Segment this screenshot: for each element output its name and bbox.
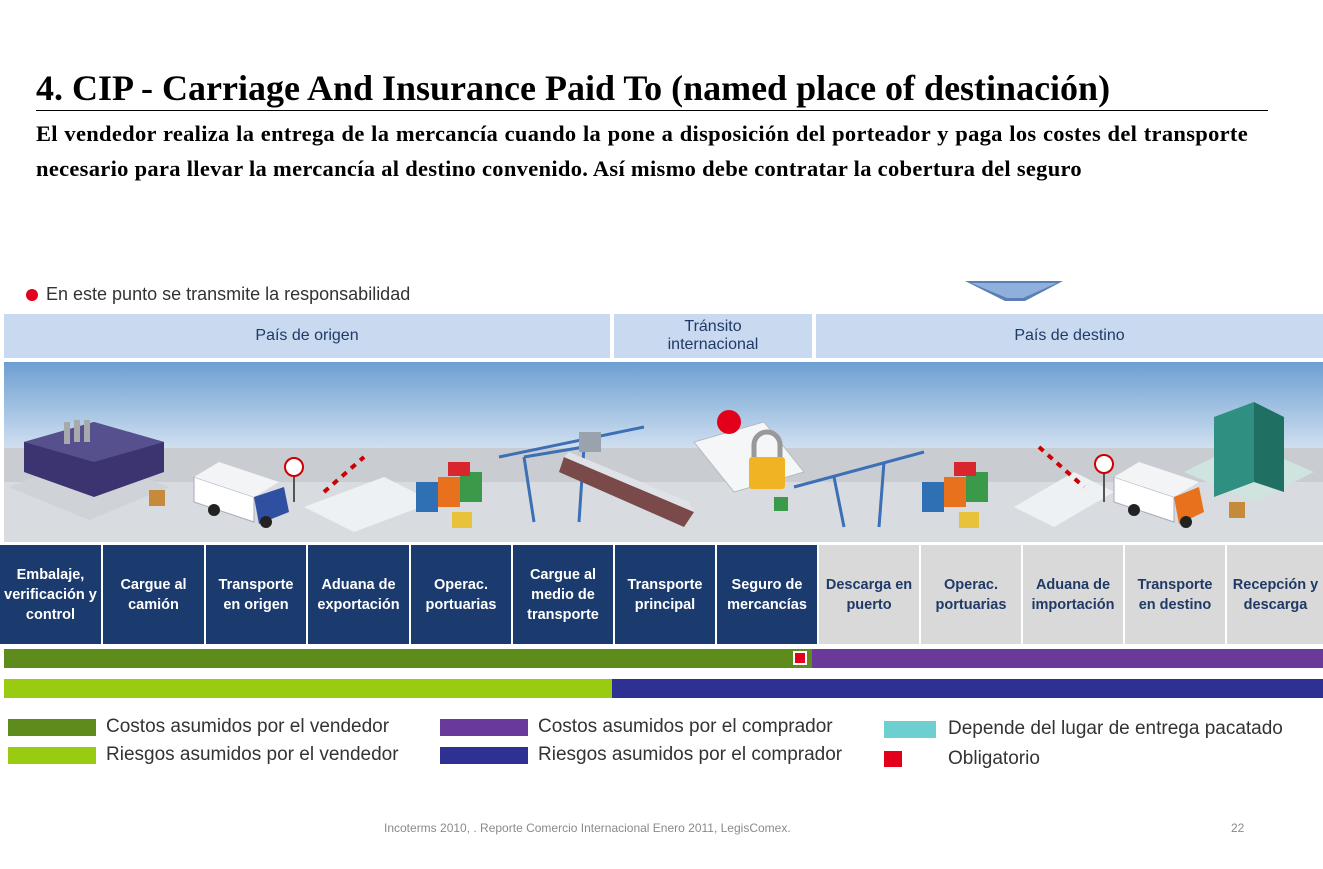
region-destination-label: País de destino [1014, 327, 1125, 344]
stage-box: Cargue al medio de transporte [513, 545, 613, 644]
logistics-illustration [4, 362, 1323, 542]
stage-row: Embalaje, verificación y control Cargue … [0, 545, 1323, 644]
region-origin: País de origen [4, 314, 610, 358]
legend-buyer-costs: Costos asumidos por el comprador [440, 716, 833, 738]
legend-label: Obligatorio [948, 748, 1040, 769]
region-origin-label: País de origen [255, 327, 359, 344]
buyer-risks-bar [612, 679, 1323, 698]
factory-icon [9, 420, 169, 520]
ship-icon [559, 432, 694, 527]
description: El vendedor realiza la entrega de la mer… [36, 121, 1248, 181]
stage-label: Operac. portuarias [935, 576, 1007, 613]
crane-icon [498, 425, 645, 523]
legend-label: Riesgos asumidos por el vendedor [106, 744, 399, 765]
decorative-shape [965, 281, 1063, 301]
office-building-icon [1184, 402, 1314, 518]
stage-box: Transporte principal [615, 545, 715, 644]
legend-label: Riesgos asumidos por el comprador [538, 744, 843, 765]
truck-icon [193, 462, 289, 528]
page-title: 4. CIP - Carriage And Insurance Paid To … [36, 66, 1268, 111]
customs-barrier-icon [1014, 445, 1114, 527]
seller-risks-bar [4, 679, 612, 698]
stage-label: Recepción y descarga [1232, 576, 1319, 613]
legend-swatch [884, 720, 936, 738]
stage-label: Transporte en origen [218, 576, 294, 613]
seller-costs-bar [4, 649, 812, 668]
buyer-costs-bar [812, 649, 1323, 668]
responsibility-legend: En este punto se transmite la responsabi… [26, 284, 410, 305]
legend-depends: Depende del lugar de entrega pacatado [884, 718, 1283, 740]
legend-swatch [884, 751, 902, 767]
crane-icon [793, 450, 925, 528]
stage-box: Aduana de exportación [308, 545, 409, 644]
stage-box: Embalaje, verificación y control [0, 545, 101, 644]
stage-box: Recepción y descarga [1227, 545, 1323, 644]
insurance-lock-icon [693, 410, 805, 511]
responsibility-note: En este punto se transmite la responsabi… [46, 284, 411, 304]
stage-label: Aduana de importación [1031, 576, 1115, 613]
stage-label: Transporte principal [627, 576, 703, 613]
legend-swatch [440, 718, 528, 736]
stage-label: Transporte en destino [1137, 576, 1213, 613]
legend-label: Costos asumidos por el comprador [538, 716, 833, 737]
legend-label: Depende del lugar de entrega pacatado [948, 718, 1283, 739]
region-transit: Tránsito internacional [614, 314, 812, 358]
containers-icon [416, 462, 482, 528]
legend-label: Costos asumidos por el vendedor [106, 716, 390, 737]
stage-box: Aduana de importación [1023, 545, 1123, 644]
red-dot-icon [26, 288, 38, 301]
stage-box: Operac. portuarias [411, 545, 511, 644]
stage-label: Operac. portuarias [425, 576, 497, 613]
stage-box: Descarga en puerto [819, 545, 919, 644]
stage-label: Seguro de mercancías [727, 576, 807, 613]
stage-label: Aduana de exportación [317, 576, 400, 613]
legend-swatch [440, 746, 528, 764]
stage-label: Cargue al medio de transporte [527, 566, 599, 623]
stage-box: Transporte en destino [1125, 545, 1225, 644]
region-destination: País de destino [816, 314, 1323, 358]
stage-label: Cargue al camión [120, 576, 187, 613]
mandatory-marker [793, 651, 807, 665]
page-number: 22 [1231, 821, 1245, 835]
stage-box: Operac. portuarias [921, 545, 1021, 644]
region-transit-label: Tránsito internacional [667, 318, 759, 353]
legend-mandatory: Obligatorio [884, 748, 1040, 770]
legend-buyer-risks: Riesgos asumidos por el comprador [440, 744, 842, 766]
footer-source: Incoterms 2010, . Reporte Comercio Inter… [384, 821, 791, 835]
stage-box: Seguro de mercancías [717, 545, 817, 644]
legend-swatch [8, 718, 96, 736]
stage-label: Embalaje, verificación y control [4, 566, 97, 623]
legend-swatch [8, 746, 96, 764]
customs-barrier-icon [284, 455, 434, 532]
legend-seller-costs: Costos asumidos por el vendedor [8, 716, 389, 738]
stage-box: Cargue al camión [103, 545, 204, 644]
legend-seller-risks: Riesgos asumidos por el vendedor [8, 744, 399, 766]
containers-icon [922, 462, 988, 528]
truck-icon [1113, 462, 1204, 528]
stage-label: Descarga en puerto [825, 576, 913, 613]
stage-box: Transporte en origen [206, 545, 306, 644]
